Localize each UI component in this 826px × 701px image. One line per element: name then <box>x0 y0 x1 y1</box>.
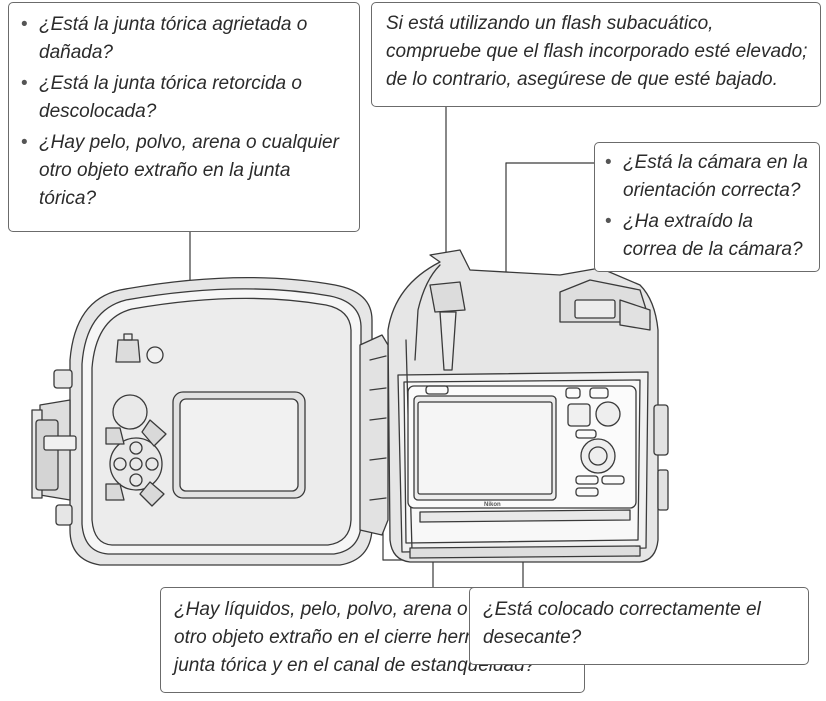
camera-checks-list: ¿Está la cámara en la orientación correc… <box>605 149 811 264</box>
liquids-note-text: ¿Hay líquidos, pelo, polvo, arena o cual… <box>174 599 567 676</box>
oring-check-item: ¿Está la junta tórica retorcida o descol… <box>21 70 349 126</box>
camera-check-item: ¿Está la cámara en la orientación correc… <box>605 149 811 205</box>
camera-check-item: ¿Ha extraído la correa de la cámara? <box>605 208 811 264</box>
housing-hinge <box>359 334 389 536</box>
oring-check-item: ¿Está la junta tórica agrietada o dañada… <box>21 11 349 67</box>
oring-checks-list: ¿Está la junta tórica agrietada o dañada… <box>21 11 349 213</box>
desiccant-note-callout: ¿Está colocado correctamente el desecant… <box>469 587 809 665</box>
flash-lever <box>429 281 466 371</box>
camera <box>407 385 637 509</box>
camera-brand-label: Nikon <box>484 502 501 508</box>
flash-note-callout: Si está utilizando un flash subacuático,… <box>371 2 821 107</box>
camera-checks-callout: ¿Está la cámara en la orientación correc… <box>594 142 820 272</box>
housing-back-cover <box>31 276 373 566</box>
oring-check-item: ¿Hay pelo, polvo, arena o cualquier otro… <box>21 129 349 213</box>
flash-note-text: Si está utilizando un flash subacuático,… <box>386 13 808 90</box>
oring-checks-callout: ¿Está la junta tórica agrietada o dañada… <box>8 2 360 232</box>
desiccant-note-text: ¿Está colocado correctamente el desecant… <box>483 599 761 648</box>
